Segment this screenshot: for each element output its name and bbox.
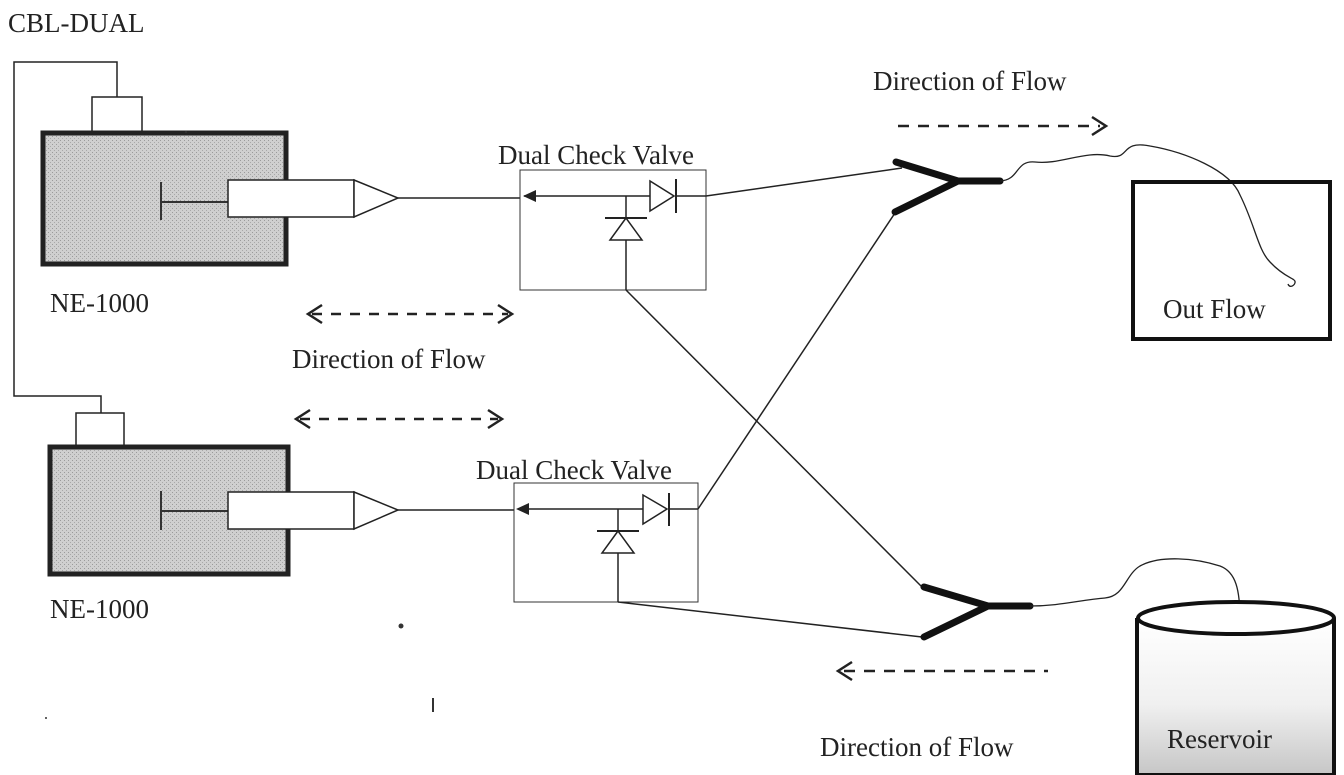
arrow-left bbox=[835, 660, 1048, 682]
flow-label-middle: Direction of Flow bbox=[292, 344, 486, 374]
reservoir-label: Reservoir bbox=[1167, 724, 1272, 754]
valve-1-diode-out bbox=[649, 179, 676, 213]
y-connector-top bbox=[891, 158, 1004, 216]
valve-1-diode-in bbox=[608, 216, 644, 241]
reservoir bbox=[1135, 600, 1336, 775]
controller-cable bbox=[13, 61, 118, 413]
controller-label: CBL-DUAL bbox=[8, 8, 145, 38]
scan-specks bbox=[45, 131, 434, 719]
valve-1 bbox=[519, 169, 707, 291]
valve-2-label: Dual Check Valve bbox=[476, 455, 672, 485]
pump-2-syringe-tip bbox=[353, 490, 400, 531]
y-connector-bottom bbox=[920, 583, 1034, 641]
valve-2-diode-in bbox=[600, 529, 636, 554]
pump-2-label: NE-1000 bbox=[50, 594, 149, 624]
outflow-label: Out Flow bbox=[1163, 294, 1266, 324]
valve-2-diode-out bbox=[642, 493, 669, 526]
pump-1-syringe bbox=[227, 179, 355, 218]
pump-2-syringe bbox=[227, 491, 355, 530]
pump-1 bbox=[40, 96, 400, 267]
outflow-tube bbox=[999, 144, 1295, 281]
valve-1-label: Dual Check Valve bbox=[498, 140, 694, 170]
bidirectional-arrow-2 bbox=[293, 408, 505, 430]
flow-label-top: Direction of Flow bbox=[873, 66, 1067, 96]
valve-2 bbox=[513, 482, 699, 603]
reservoir-rim bbox=[1136, 600, 1336, 636]
outflow-box bbox=[1131, 180, 1332, 341]
valve-2-box bbox=[513, 482, 699, 603]
pump-2 bbox=[47, 412, 400, 577]
pump-1-connector bbox=[91, 96, 143, 133]
flow-label-bottom: Direction of Flow bbox=[820, 732, 1014, 762]
pump-1-label: NE-1000 bbox=[50, 288, 149, 318]
arrow-right bbox=[898, 115, 1109, 137]
pump-1-syringe-tip bbox=[353, 178, 400, 219]
bidirectional-arrow-1 bbox=[305, 303, 515, 325]
valve-1-box bbox=[519, 169, 707, 291]
tubing bbox=[617, 167, 925, 638]
pump-2-connector bbox=[75, 412, 125, 448]
